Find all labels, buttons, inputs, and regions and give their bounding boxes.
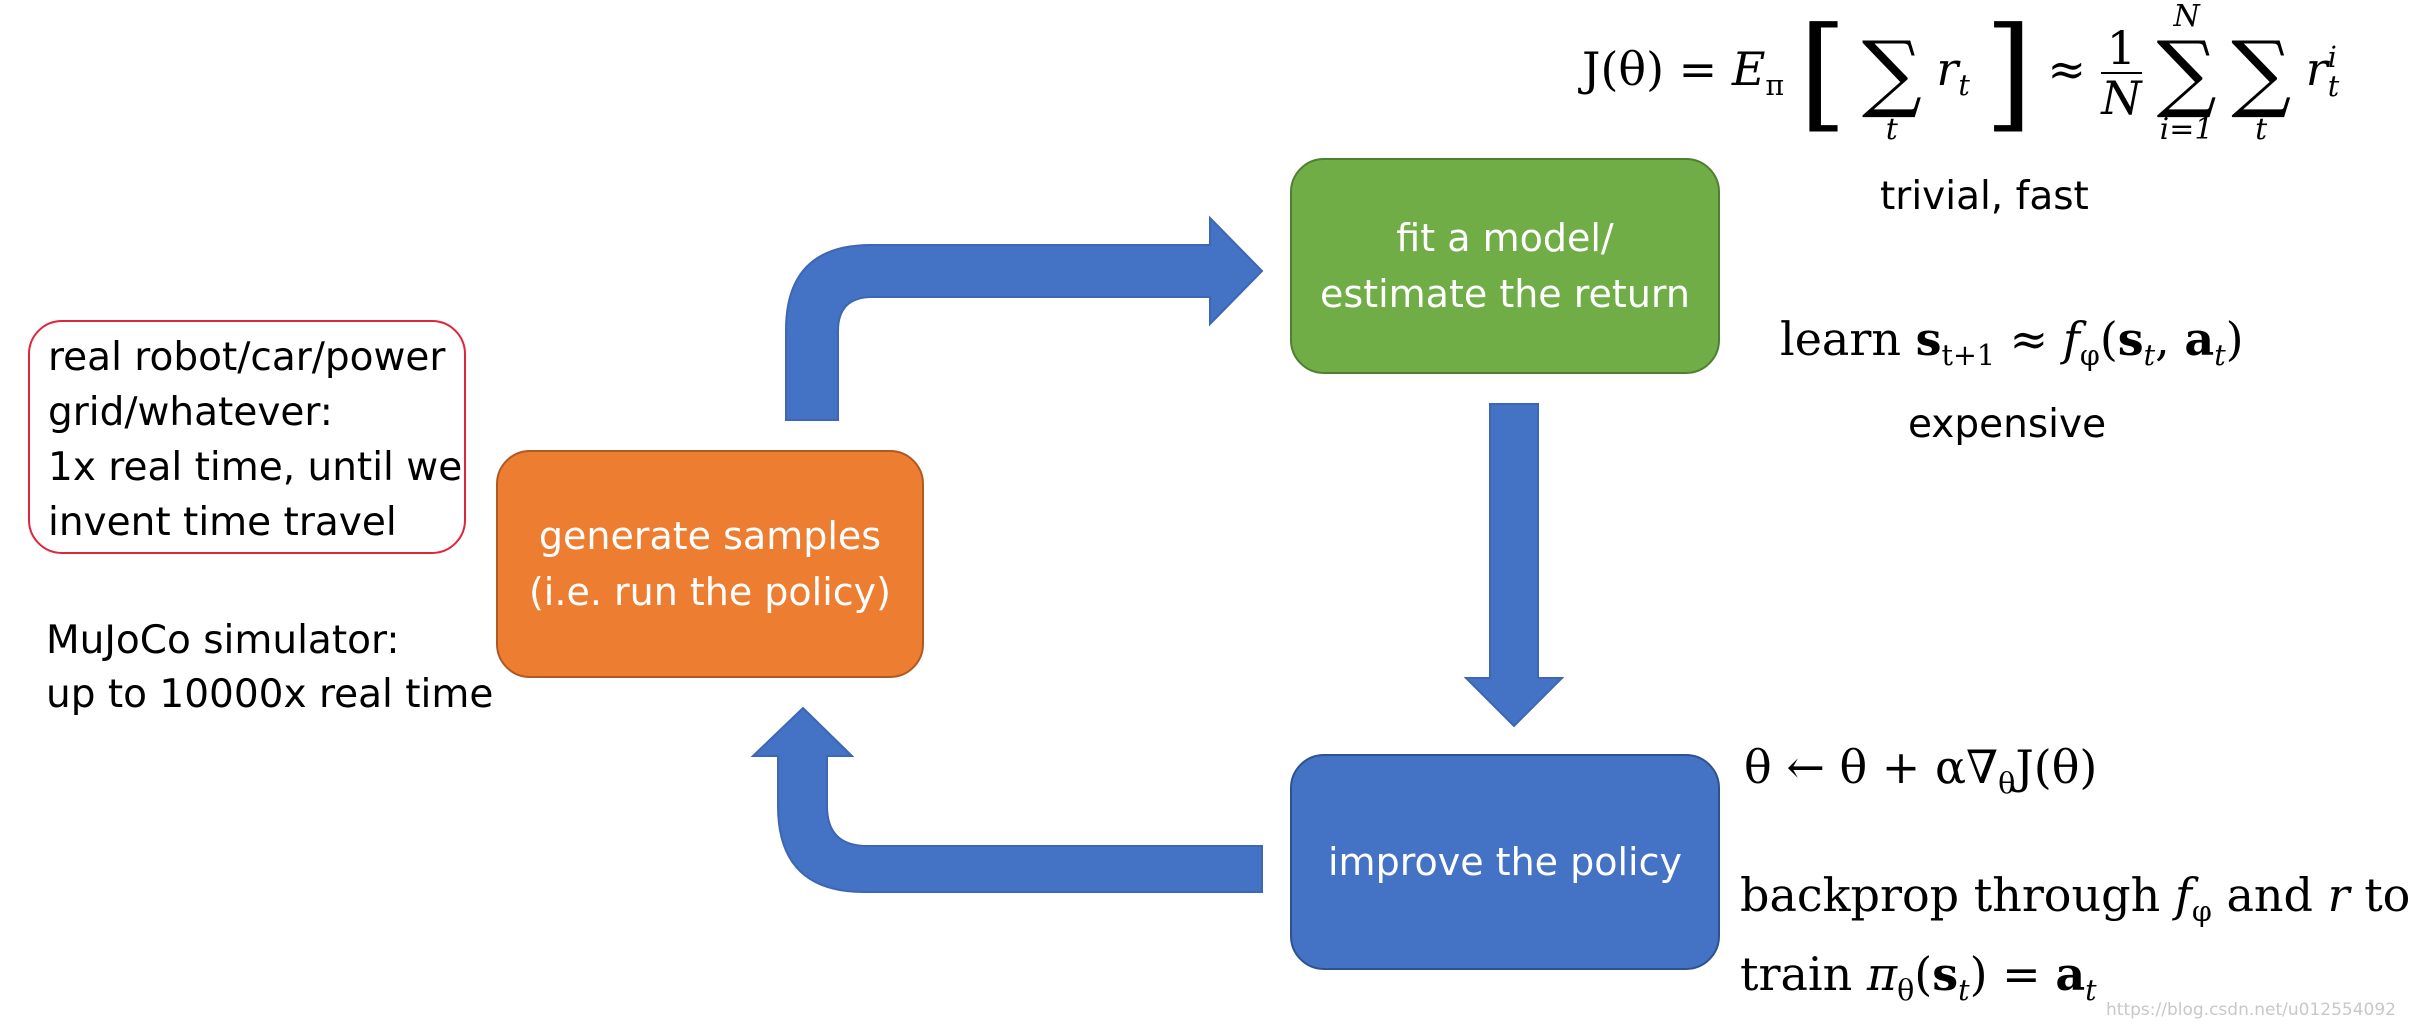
model-comma: , (2155, 312, 2185, 366)
watermark: https://blog.csdn.net/u012554092 (2106, 1000, 2396, 1020)
improve-policy-box: improve the policy (1290, 754, 1720, 970)
gradient-subscript: θ (1998, 767, 2016, 801)
next-state-subscript: t+1 (1941, 339, 1996, 373)
inner-sum-lower: t (2255, 111, 2268, 147)
generate-box-line-1: generate samples (538, 514, 882, 558)
backprop-r: r (2327, 868, 2350, 922)
expectation-symbol: E (1731, 41, 1766, 96)
policy-pi-subscript: θ (1897, 974, 1915, 1008)
simulator-line-2: up to 10000x real time (46, 672, 494, 717)
generate-box-line-2: (i.e. run the policy) (528, 570, 891, 614)
generate-samples-box: generate samples (i.e. run the policy) (496, 450, 924, 678)
improve-box-line-1: improve the policy (1328, 840, 1682, 884)
fit-box-line-1: fit a model/ (1396, 216, 1614, 260)
backprop-text-b: and (2211, 868, 2328, 922)
real-world-note: real robot/car/power grid/whatever: 1x r… (28, 320, 466, 554)
right-bracket: ] (1984, 0, 2033, 145)
model-arg-action: a (2184, 312, 2215, 366)
backprop-f-subscript: φ (2191, 895, 2212, 929)
backprop-line-2: train πθ(st) = at (1740, 943, 2410, 1022)
arrow-generate-to-fit (785, 215, 1264, 421)
simulator-note: MuJoCo simulator: up to 10000x real time (46, 614, 493, 722)
update-text: θ ← θ + α∇ (1744, 740, 1999, 794)
policy-action-subscript: t (2085, 974, 2097, 1008)
train-word: train (1740, 947, 1867, 1002)
model-open-paren: ( (2099, 312, 2118, 366)
frac-numerator: 1 (2100, 23, 2142, 74)
model-approx: ≈ (1995, 312, 2063, 366)
policy-equals: ) = (1969, 947, 2056, 1002)
model-f-subscript: φ (2079, 339, 2100, 373)
simulator-line-1: MuJoCo simulator: (46, 618, 400, 663)
backprop-text-a: backprop through (1740, 868, 2175, 922)
reward-superscript: i (2327, 41, 2337, 75)
reward-subscript: t (1958, 69, 1970, 103)
policy-action: a (2055, 947, 2086, 1002)
reward-term-i: r (2305, 41, 2328, 96)
real-world-line-1: real robot/car/power (48, 335, 446, 380)
model-formula: learn st+1 ≈ fφ(st, at) (1780, 312, 2244, 372)
policy-pi: π (1866, 947, 1898, 1002)
policy-open-paren: ( (1914, 947, 1933, 1002)
backprop-line-1: backprop through fφ and r to (1740, 864, 2410, 943)
real-world-line-3: 1x real time, until we (48, 445, 463, 490)
real-world-line-4: invent time travel (48, 500, 397, 545)
backprop-formula: backprop through fφ and r to train πθ(st… (1740, 864, 2410, 1022)
approx-symbol: ≈ (2047, 41, 2101, 96)
reward-term: r (1936, 41, 1959, 96)
learn-word: learn (1780, 312, 1916, 366)
inner-sum-over-t: t ∑ t (2231, 0, 2291, 146)
model-arg-state: s (2117, 312, 2144, 366)
left-bracket: [ (1798, 0, 1848, 145)
reward-subscript-i: t (2327, 69, 2340, 103)
outer-sum-lower: i=1 (2159, 111, 2214, 147)
update-objective: J(θ) (2015, 740, 2098, 794)
policy-state-subscript: t (1958, 974, 1970, 1008)
model-f: f (2062, 312, 2080, 366)
inner-sum-symbol: ∑ (2231, 23, 2292, 121)
sum-over-t: t ∑ t (1862, 0, 1922, 146)
trivial-fast-label: trivial, fast (1880, 174, 2089, 219)
frac-denominator: N (2101, 70, 2142, 125)
update-formula: θ ← θ + α∇θJ(θ) (1744, 740, 2097, 800)
sum-symbol: ∑ (1861, 23, 1922, 121)
next-state: s (1915, 312, 1942, 366)
outer-sum-symbol: ∑ (2156, 23, 2217, 121)
objective-formula: J(θ) = Eπ [ t ∑ t rt ] ≈ 1 N N ∑ i=1 t ∑… (1582, 0, 2339, 146)
fit-model-box: fit a model/ estimate the return (1290, 158, 1720, 374)
outer-sum-upper: N (2173, 0, 2200, 34)
objective-lhs: J(θ) = (1582, 41, 1732, 96)
real-world-line-2: grid/whatever: (48, 390, 333, 435)
model-close-paren: ) (2225, 312, 2244, 366)
backprop-text-c: to (2349, 868, 2411, 922)
model-arg-state-sub: t (2143, 339, 2156, 373)
fit-box-line-2: estimate the return (1320, 272, 1690, 316)
arrow-improve-to-generate (750, 706, 1263, 893)
sum-over-i: N ∑ i=1 (2157, 0, 2217, 146)
backprop-f: f (2174, 868, 2192, 922)
one-over-n: 1 N (2100, 23, 2142, 125)
expensive-label: expensive (1908, 402, 2107, 447)
arrow-fit-to-improve (1463, 403, 1565, 728)
policy-subscript: π (1765, 69, 1785, 103)
model-arg-action-sub: t (2214, 339, 2226, 373)
sum-index: t (1885, 111, 1898, 147)
policy-state: s (1932, 947, 1959, 1002)
